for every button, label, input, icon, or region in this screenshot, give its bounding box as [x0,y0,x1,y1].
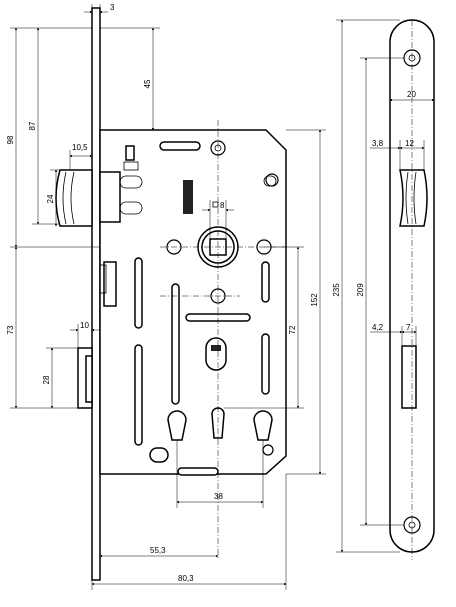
slot-right-upper [261,261,270,303]
dim-20: 20 [407,90,416,99]
dim-45: 45 [143,79,152,88]
dim-38: 38 [214,492,223,501]
dim-7: 7 [406,323,411,332]
dim-24: 24 [46,194,55,203]
slot-left-lower [134,344,143,446]
latch-opening [399,169,428,227]
slot-left-upper [134,257,143,329]
dim-28: 28 [42,375,51,384]
dim-12: 12 [405,139,414,148]
dim-80-3: 80,3 [178,574,194,583]
dim-235: 235 [332,283,341,297]
side-lever [103,261,117,307]
dim-4-2: 4,2 [372,323,384,332]
lock-case [99,129,287,475]
strike-plate-view [389,19,435,560]
dead-bolt [77,347,93,409]
bottom-rivet [262,444,274,456]
top-slot [159,141,201,151]
faceplate [91,7,101,581]
latch-springs [119,145,143,215]
dim-10-5: 10,5 [72,143,88,152]
keyholes [167,407,273,441]
dim-73: 73 [6,325,15,334]
dim-98: 98 [6,135,15,144]
slot-mid [171,283,180,405]
bottom-oval [149,447,169,463]
dim-3-8: 3,8 [372,139,384,148]
slot-right-lower [261,333,270,395]
latch-bolt [55,169,121,227]
key-guide [205,337,227,371]
dim-10: 10 [80,321,89,330]
dim-209: 209 [356,283,365,297]
dimension-lines: 3 45 98 87 10,5 24 8 73 [6,3,435,590]
bottom-slot [177,467,219,476]
dim-152: 152 [310,293,319,307]
dim-8: 8 [220,201,225,210]
dim-87: 87 [28,121,37,130]
bolt-opening [401,345,417,409]
dim-3: 3 [110,3,115,12]
dim-72: 72 [288,325,297,334]
lock-body-view [55,7,287,581]
spring-stack [183,180,193,214]
dim-55-3: 55,3 [150,546,166,555]
